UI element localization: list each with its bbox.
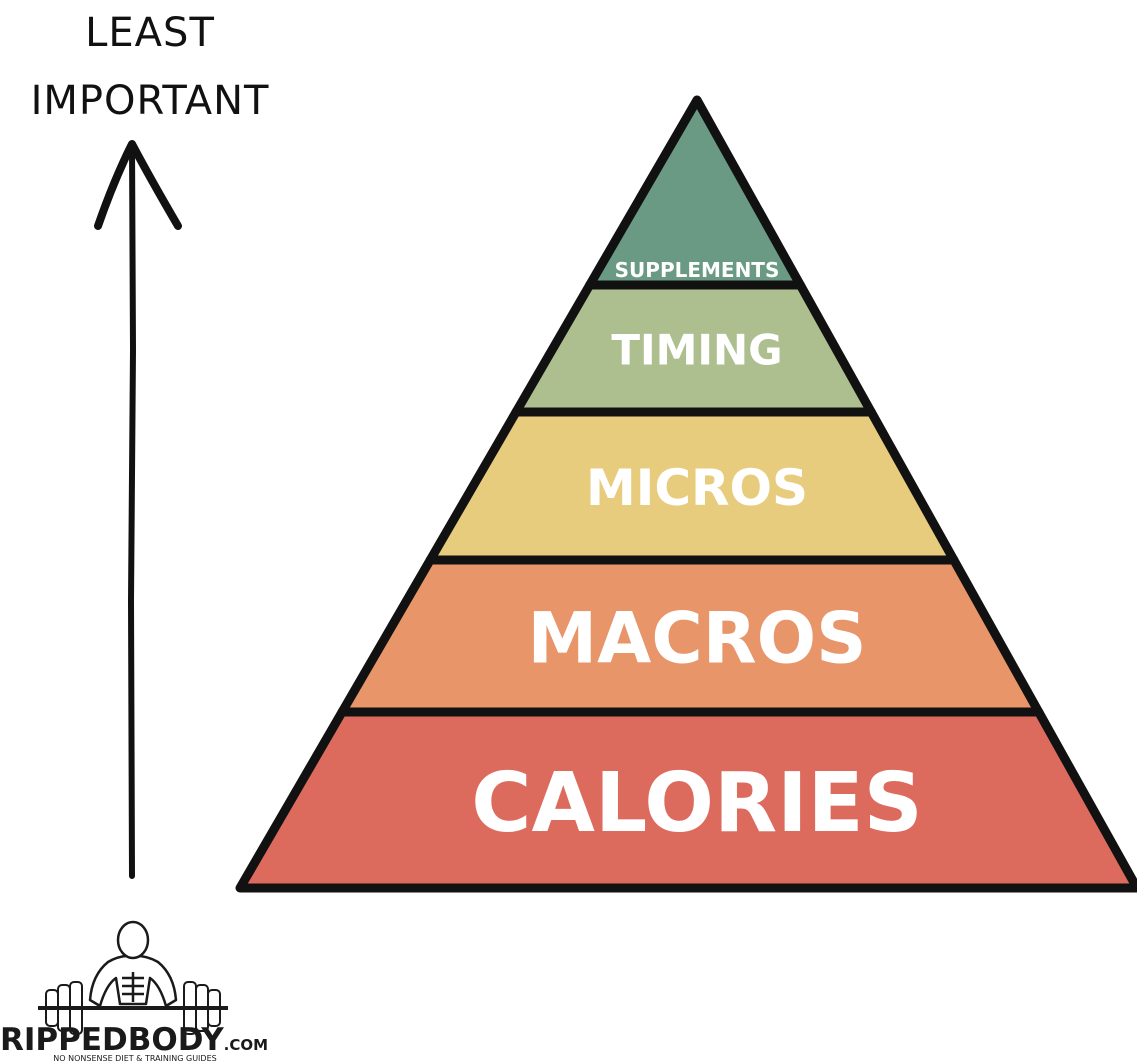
importance-axis: LEAST IMPORTANT [31,10,270,879]
logo-tagline: NO NONSENSE DIET & TRAINING GUIDES [53,1054,216,1063]
logo-brand-ripped: RIPPED [0,1022,128,1058]
axis-label-least: LEAST [85,10,215,56]
barbell-plates-icon [38,981,228,1035]
tier-label-micros: MICROS [586,459,808,517]
rippedbody-logo: RIPPEDBODY.COM NO NONSENSE DIET & TRAINI… [0,920,268,1063]
pyramid: SUPPLEMENTS TIMING MICROS MACROS CALORIES [235,95,1137,893]
tier-label-macros: MACROS [527,597,866,679]
tier-label-calories: CALORIES [471,756,922,851]
axis-label-important: IMPORTANT [31,78,270,124]
logo-brand-text: RIPPEDBODY.COM [0,1022,268,1058]
tier-label-timing: TIMING [611,325,782,374]
arrow-up-icon [94,140,182,230]
pyramid-tier-calories [235,707,1137,893]
arrow-shaft [127,142,137,879]
tier-label-supplements: SUPPLEMENTS [615,258,780,282]
logo-brand-body: BODY [128,1022,224,1058]
lifter-icon [88,920,178,1008]
logo-domain-suffix: .COM [224,1036,268,1054]
